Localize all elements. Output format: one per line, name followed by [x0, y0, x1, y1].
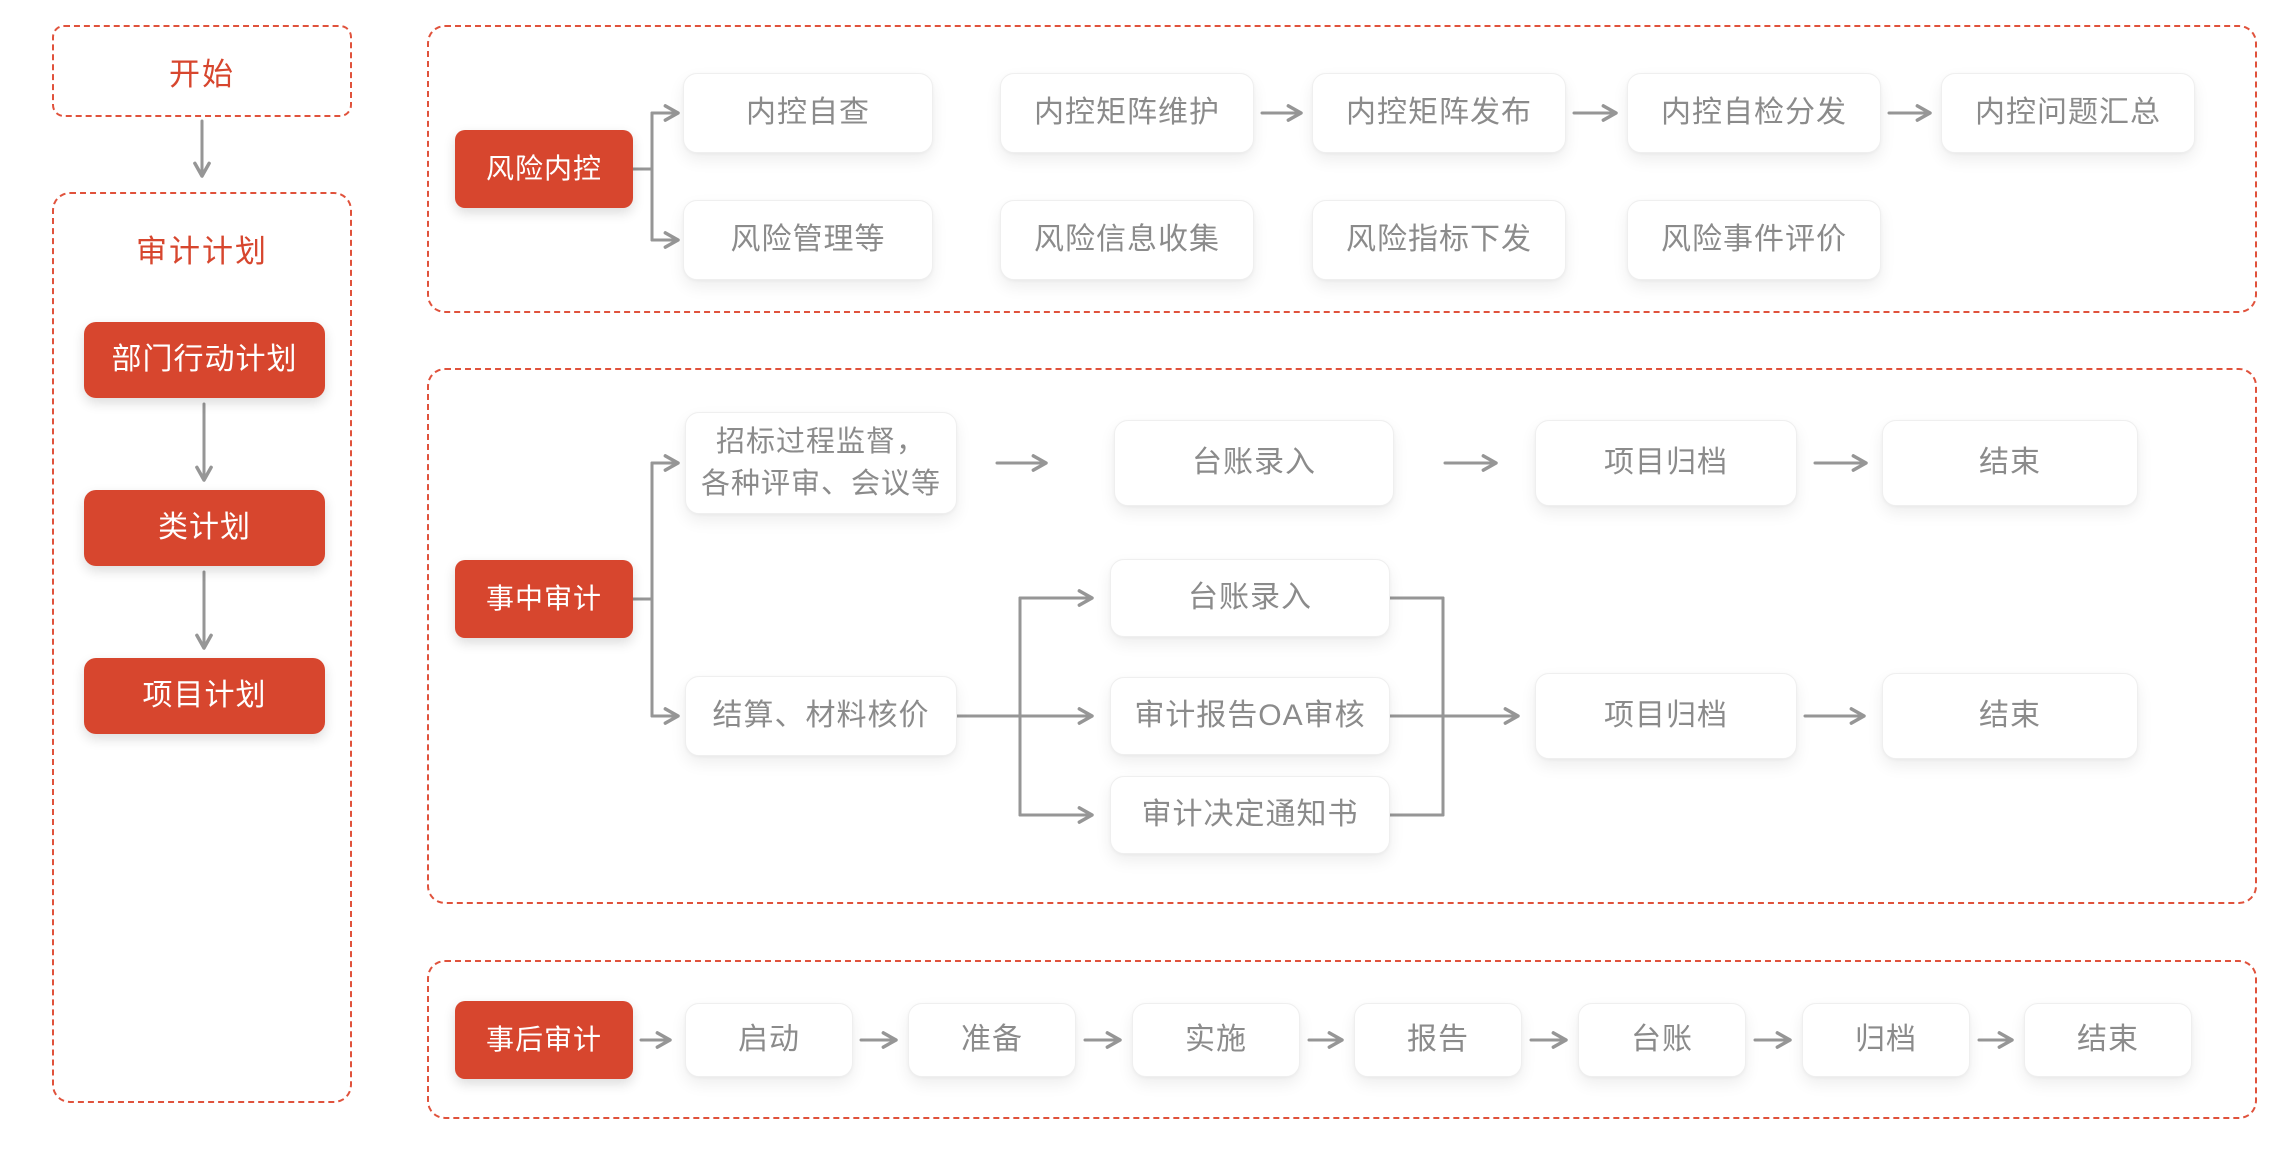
node-risk-info-collect: 风险信息收集	[1000, 200, 1254, 280]
risk-section-header: 风险内控	[455, 130, 633, 208]
risk-section-container	[427, 25, 2257, 313]
post-step-report: 报告	[1354, 1003, 1522, 1077]
plan-step-project: 项目计划	[84, 658, 325, 734]
post-step-end: 结束	[2024, 1003, 2192, 1077]
node-audit-report-oa-review: 审计报告OA审核	[1110, 677, 1390, 755]
mid-section-header: 事中审计	[455, 560, 633, 638]
post-section-header: 事后审计	[455, 1001, 633, 1079]
node-settlement-pricing: 结算、材料核价	[685, 676, 957, 756]
node-end-a: 结束	[1882, 420, 2138, 506]
node-project-archive-b: 项目归档	[1535, 673, 1797, 759]
node-control-matrix-maintain: 内控矩阵维护	[1000, 73, 1254, 153]
audit-plan-group	[52, 192, 352, 1103]
plan-step-category: 类计划	[84, 490, 325, 566]
node-ledger-entry-b: 台账录入	[1110, 559, 1390, 637]
node-internal-control-self-check: 内控自查	[683, 73, 933, 153]
audit-plan-group-title: 审计计划	[136, 234, 268, 269]
post-step-ledger: 台账	[1578, 1003, 1746, 1077]
node-self-check-distribute: 内控自检分发	[1627, 73, 1881, 153]
node-bid-supervision: 招标过程监督， 各种评审、会议等	[685, 412, 957, 514]
mid-section-container	[427, 368, 2257, 904]
post-step-archive: 归档	[1802, 1003, 1970, 1077]
post-step-prepare: 准备	[908, 1003, 1076, 1077]
start-node: 开始	[52, 25, 352, 117]
node-control-issue-summary: 内控问题汇总	[1941, 73, 2195, 153]
post-step-launch: 启动	[685, 1003, 853, 1077]
node-control-matrix-publish: 内控矩阵发布	[1312, 73, 1566, 153]
node-risk-indicator-issue: 风险指标下发	[1312, 200, 1566, 280]
node-end-b: 结束	[1882, 673, 2138, 759]
node-risk-event-evaluate: 风险事件评价	[1627, 200, 1881, 280]
plan-step-department-action: 部门行动计划	[84, 322, 325, 398]
node-risk-management: 风险管理等	[683, 200, 933, 280]
node-audit-decision-notice: 审计决定通知书	[1110, 776, 1390, 854]
post-section-container	[427, 960, 2257, 1119]
post-step-implement: 实施	[1132, 1003, 1300, 1077]
node-ledger-entry-a: 台账录入	[1114, 420, 1394, 506]
node-project-archive-a: 项目归档	[1535, 420, 1797, 506]
